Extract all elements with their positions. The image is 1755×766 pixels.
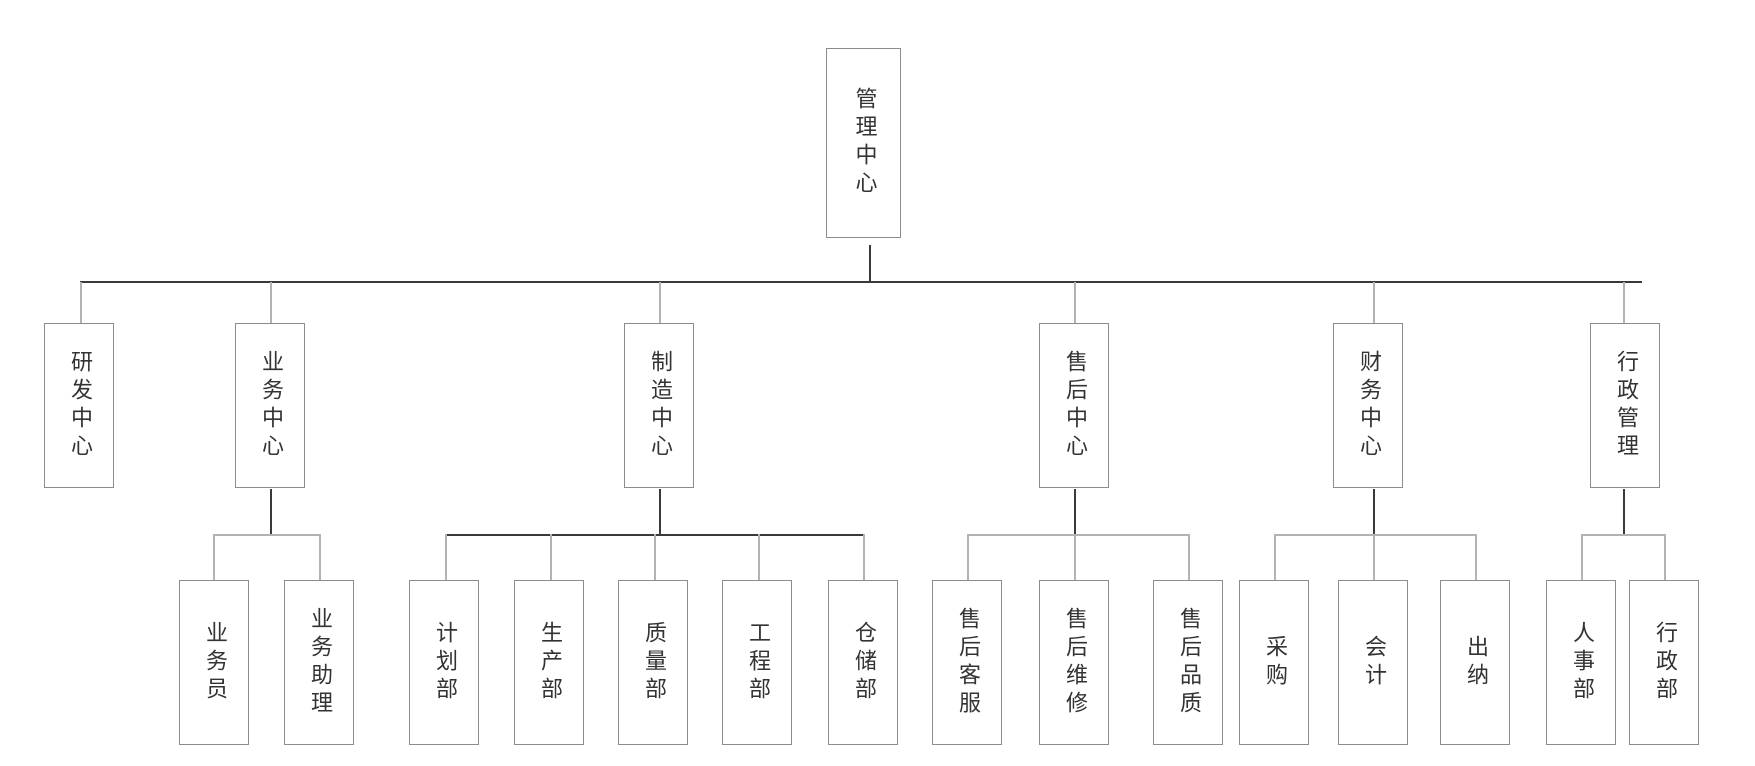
department-label: 质量部 [641, 620, 666, 705]
center-connector [270, 282, 272, 324]
center-node[interactable]: 研发中心 [44, 323, 114, 488]
sub-connector [659, 489, 661, 535]
department-label: 业务员 [202, 620, 227, 705]
sub-connector [1074, 489, 1076, 535]
department-label: 人事部 [1569, 620, 1594, 705]
root-label: 管理中心 [851, 87, 877, 199]
department-label: 业务助理 [307, 606, 332, 719]
center-node[interactable]: 行政管理 [1590, 323, 1660, 488]
department-node[interactable]: 会计 [1338, 580, 1408, 745]
sub-connector [270, 489, 272, 535]
root-connector [869, 245, 871, 282]
sub-drop [319, 534, 321, 582]
department-node[interactable]: 生产部 [514, 580, 584, 745]
sub-connector [1373, 489, 1375, 535]
sub-drop [967, 534, 969, 582]
department-label: 仓储部 [851, 620, 876, 705]
sub-drop [863, 534, 865, 582]
root-bus-center [80, 281, 1642, 283]
sub-drop [1188, 534, 1190, 582]
department-label: 工程部 [745, 620, 770, 705]
center-label: 财务中心 [1356, 349, 1381, 462]
department-node[interactable]: 质量部 [618, 580, 688, 745]
department-label: 行政部 [1652, 620, 1677, 705]
center-node[interactable]: 财务中心 [1333, 323, 1403, 488]
sub-drop [1664, 534, 1666, 582]
department-label: 采购 [1262, 634, 1287, 691]
sub-connector [1623, 489, 1625, 535]
center-node[interactable]: 制造中心 [624, 323, 694, 488]
sub-drop [1581, 534, 1583, 582]
department-label: 会计 [1361, 634, 1386, 691]
department-node[interactable]: 仓储部 [828, 580, 898, 745]
department-label: 售后客服 [955, 606, 980, 719]
department-node[interactable]: 出纳 [1440, 580, 1510, 745]
sub-bus [1581, 534, 1666, 536]
center-label: 研发中心 [67, 349, 92, 462]
center-label: 售后中心 [1062, 349, 1087, 462]
sub-drop [758, 534, 760, 582]
department-label: 计划部 [432, 620, 457, 705]
center-connector [1623, 282, 1625, 324]
center-connector [80, 282, 82, 324]
sub-bus [1274, 534, 1477, 536]
center-label: 行政管理 [1613, 349, 1638, 462]
center-node[interactable]: 业务中心 [235, 323, 305, 488]
sub-drop [1475, 534, 1477, 582]
center-connector [1373, 282, 1375, 324]
department-label: 售后维修 [1062, 606, 1087, 719]
department-node[interactable]: 业务员 [179, 580, 249, 745]
department-label: 生产部 [537, 620, 562, 705]
sub-bus [213, 534, 321, 536]
center-connector [1074, 282, 1076, 324]
department-node[interactable]: 人事部 [1546, 580, 1616, 745]
sub-drop [1274, 534, 1276, 582]
department-node[interactable]: 售后维修 [1039, 580, 1109, 745]
department-label: 售后品质 [1176, 606, 1201, 719]
department-node[interactable]: 行政部 [1629, 580, 1699, 745]
sub-bus [967, 534, 1190, 536]
center-connector [659, 282, 661, 324]
department-label: 出纳 [1463, 634, 1488, 691]
sub-drop [1373, 534, 1375, 582]
department-node[interactable]: 售后品质 [1153, 580, 1223, 745]
sub-drop [445, 534, 447, 582]
center-node[interactable]: 售后中心 [1039, 323, 1109, 488]
department-node[interactable]: 采购 [1239, 580, 1309, 745]
center-label: 制造中心 [647, 349, 672, 462]
root-node[interactable]: 管理中心 [826, 48, 901, 238]
department-node[interactable]: 计划部 [409, 580, 479, 745]
department-node[interactable]: 业务助理 [284, 580, 354, 745]
center-label: 业务中心 [258, 349, 283, 462]
sub-drop [213, 534, 215, 582]
department-node[interactable]: 售后客服 [932, 580, 1002, 745]
sub-drop [550, 534, 552, 582]
sub-drop [654, 534, 656, 582]
sub-drop [1074, 534, 1076, 582]
department-node[interactable]: 工程部 [722, 580, 792, 745]
